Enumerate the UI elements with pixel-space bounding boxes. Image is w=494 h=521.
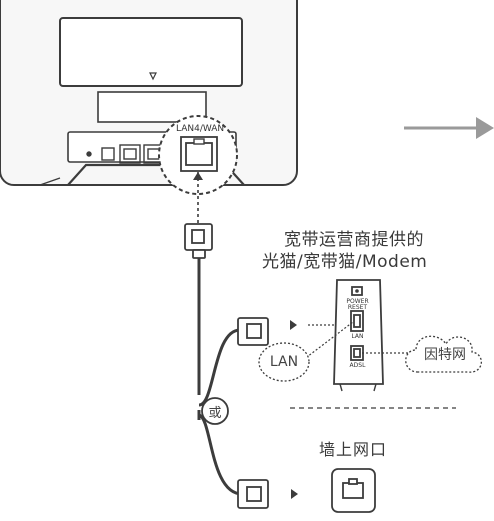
modem-adsl-port-label: ADSL	[349, 362, 366, 369]
modem-title-line2: 光猫/宽带猫/Modem	[262, 252, 428, 272]
internet-cloud-icon	[405, 335, 482, 373]
lan-callout-bubble	[258, 342, 310, 382]
router	[0, 0, 298, 186]
modem	[333, 279, 384, 392]
lan-callout-line	[302, 321, 354, 361]
router-cable-plug	[184, 223, 213, 259]
internet-label: 因特网	[424, 347, 466, 363]
or-label: 或	[208, 405, 222, 421]
lan-callout-label: LAN	[269, 354, 299, 370]
modem-reset-label: RESET	[347, 304, 368, 311]
modem-cable-plug	[237, 317, 269, 346]
modem-lan-port-label: LAN	[351, 333, 364, 340]
port-arrow-icon	[193, 172, 203, 180]
modem-plug-arrow-icon	[290, 320, 297, 330]
modem-title-line1: 宽带运营商提供的	[284, 230, 424, 250]
next-step-arrow-icon	[404, 117, 494, 139]
lan4-wan-port-label: LAN4/WAN	[176, 124, 225, 134]
wall-cable-plug	[237, 479, 269, 509]
modem-power-label: POWER	[346, 298, 369, 305]
wall-port-label: 墙上网口	[319, 440, 388, 459]
cable-branch-upper	[198, 328, 241, 407]
lan4-wan-port-highlight	[158, 115, 238, 195]
wall-plug-arrow-icon	[291, 489, 298, 499]
or-badge	[201, 397, 229, 425]
power-indicator-icon	[355, 289, 359, 293]
cable-branch-lower	[198, 413, 243, 496]
wall-socket-icon	[331, 468, 376, 513]
